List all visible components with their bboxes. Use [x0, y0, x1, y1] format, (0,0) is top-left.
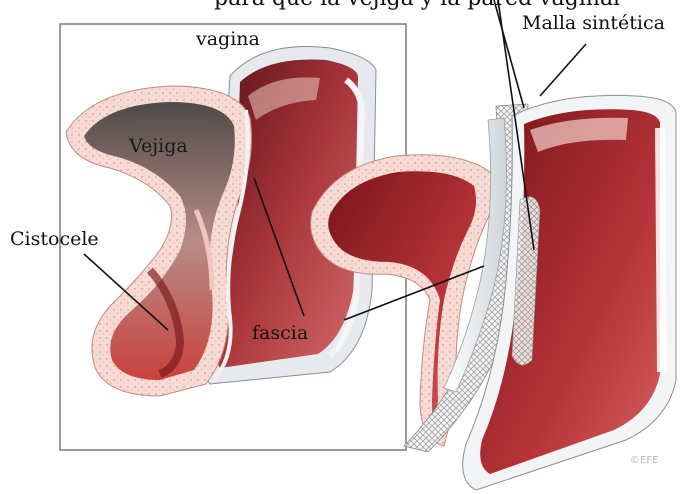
label-cistocele: Cistocele: [10, 230, 99, 249]
label-malla-sintetica: Malla sintética: [522, 14, 665, 33]
leader-malla: [540, 44, 586, 96]
label-vagina: vagina: [196, 30, 260, 49]
top-cut-text: para que la vejiga y la pared vaginal: [214, 0, 620, 10]
label-fascia: fascia: [252, 324, 308, 343]
illustrator-signature: ©EFE: [630, 456, 658, 466]
label-vejiga: Vejiga: [129, 137, 188, 156]
leader-top-1: [494, 0, 524, 108]
